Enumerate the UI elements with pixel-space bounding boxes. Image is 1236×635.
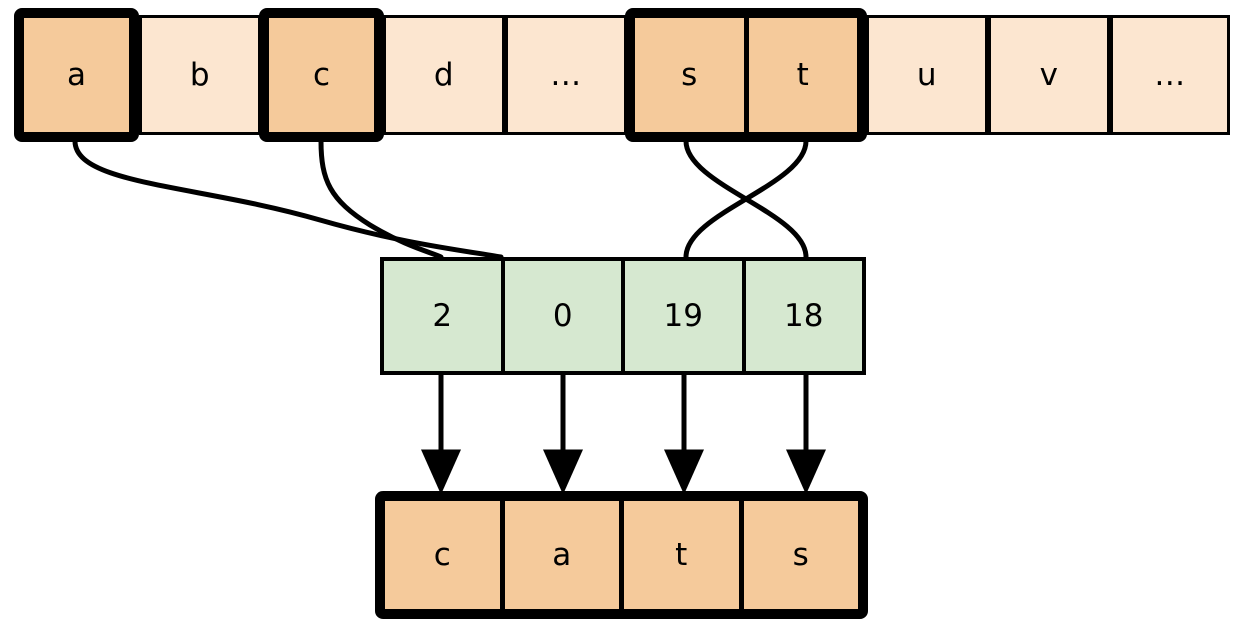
alphabet-row: b d ... u v ... a c s t (0, 0, 1236, 150)
output-row: c a t s (375, 491, 868, 619)
index-row: 2 0 19 18 (380, 257, 866, 375)
alphabet-cell-c[interactable]: c (269, 18, 374, 132)
curve-s-to-18 (683, 138, 809, 260)
alphabet-cell-d[interactable]: d (383, 15, 505, 135)
index-cell-0[interactable]: 2 (384, 261, 501, 371)
alphabet-cell-t[interactable]: t (743, 18, 857, 132)
output-cell-3[interactable]: s (738, 501, 858, 609)
index-cell-2[interactable]: 19 (621, 261, 742, 371)
index-cell-1[interactable]: 0 (500, 261, 621, 371)
alphabet-highlight-a[interactable]: a (14, 8, 139, 142)
output-cell-2[interactable]: t (619, 501, 739, 609)
alphabet-cell-s[interactable]: s (635, 18, 744, 132)
alphabet-cell-ellipsis-1[interactable]: ... (505, 15, 627, 135)
alphabet-highlight-st[interactable]: s t (625, 8, 867, 142)
alphabet-cell-b[interactable]: b (139, 15, 261, 135)
output-cell-1[interactable]: a (499, 501, 619, 609)
curve-a-to-0 (72, 138, 504, 260)
alphabet-cell-v[interactable]: v (988, 15, 1110, 135)
alphabet-cell-u[interactable]: u (866, 15, 988, 135)
curve-c-to-2 (318, 138, 444, 260)
index-cell-3[interactable]: 18 (741, 261, 862, 371)
alphabet-cell-ellipsis-2[interactable]: ... (1110, 15, 1230, 135)
alphabet-highlight-c[interactable]: c (259, 8, 384, 142)
alphabet-cell-a[interactable]: a (24, 18, 129, 132)
curve-t-to-19 (683, 138, 809, 260)
output-cell-0[interactable]: c (385, 501, 500, 609)
